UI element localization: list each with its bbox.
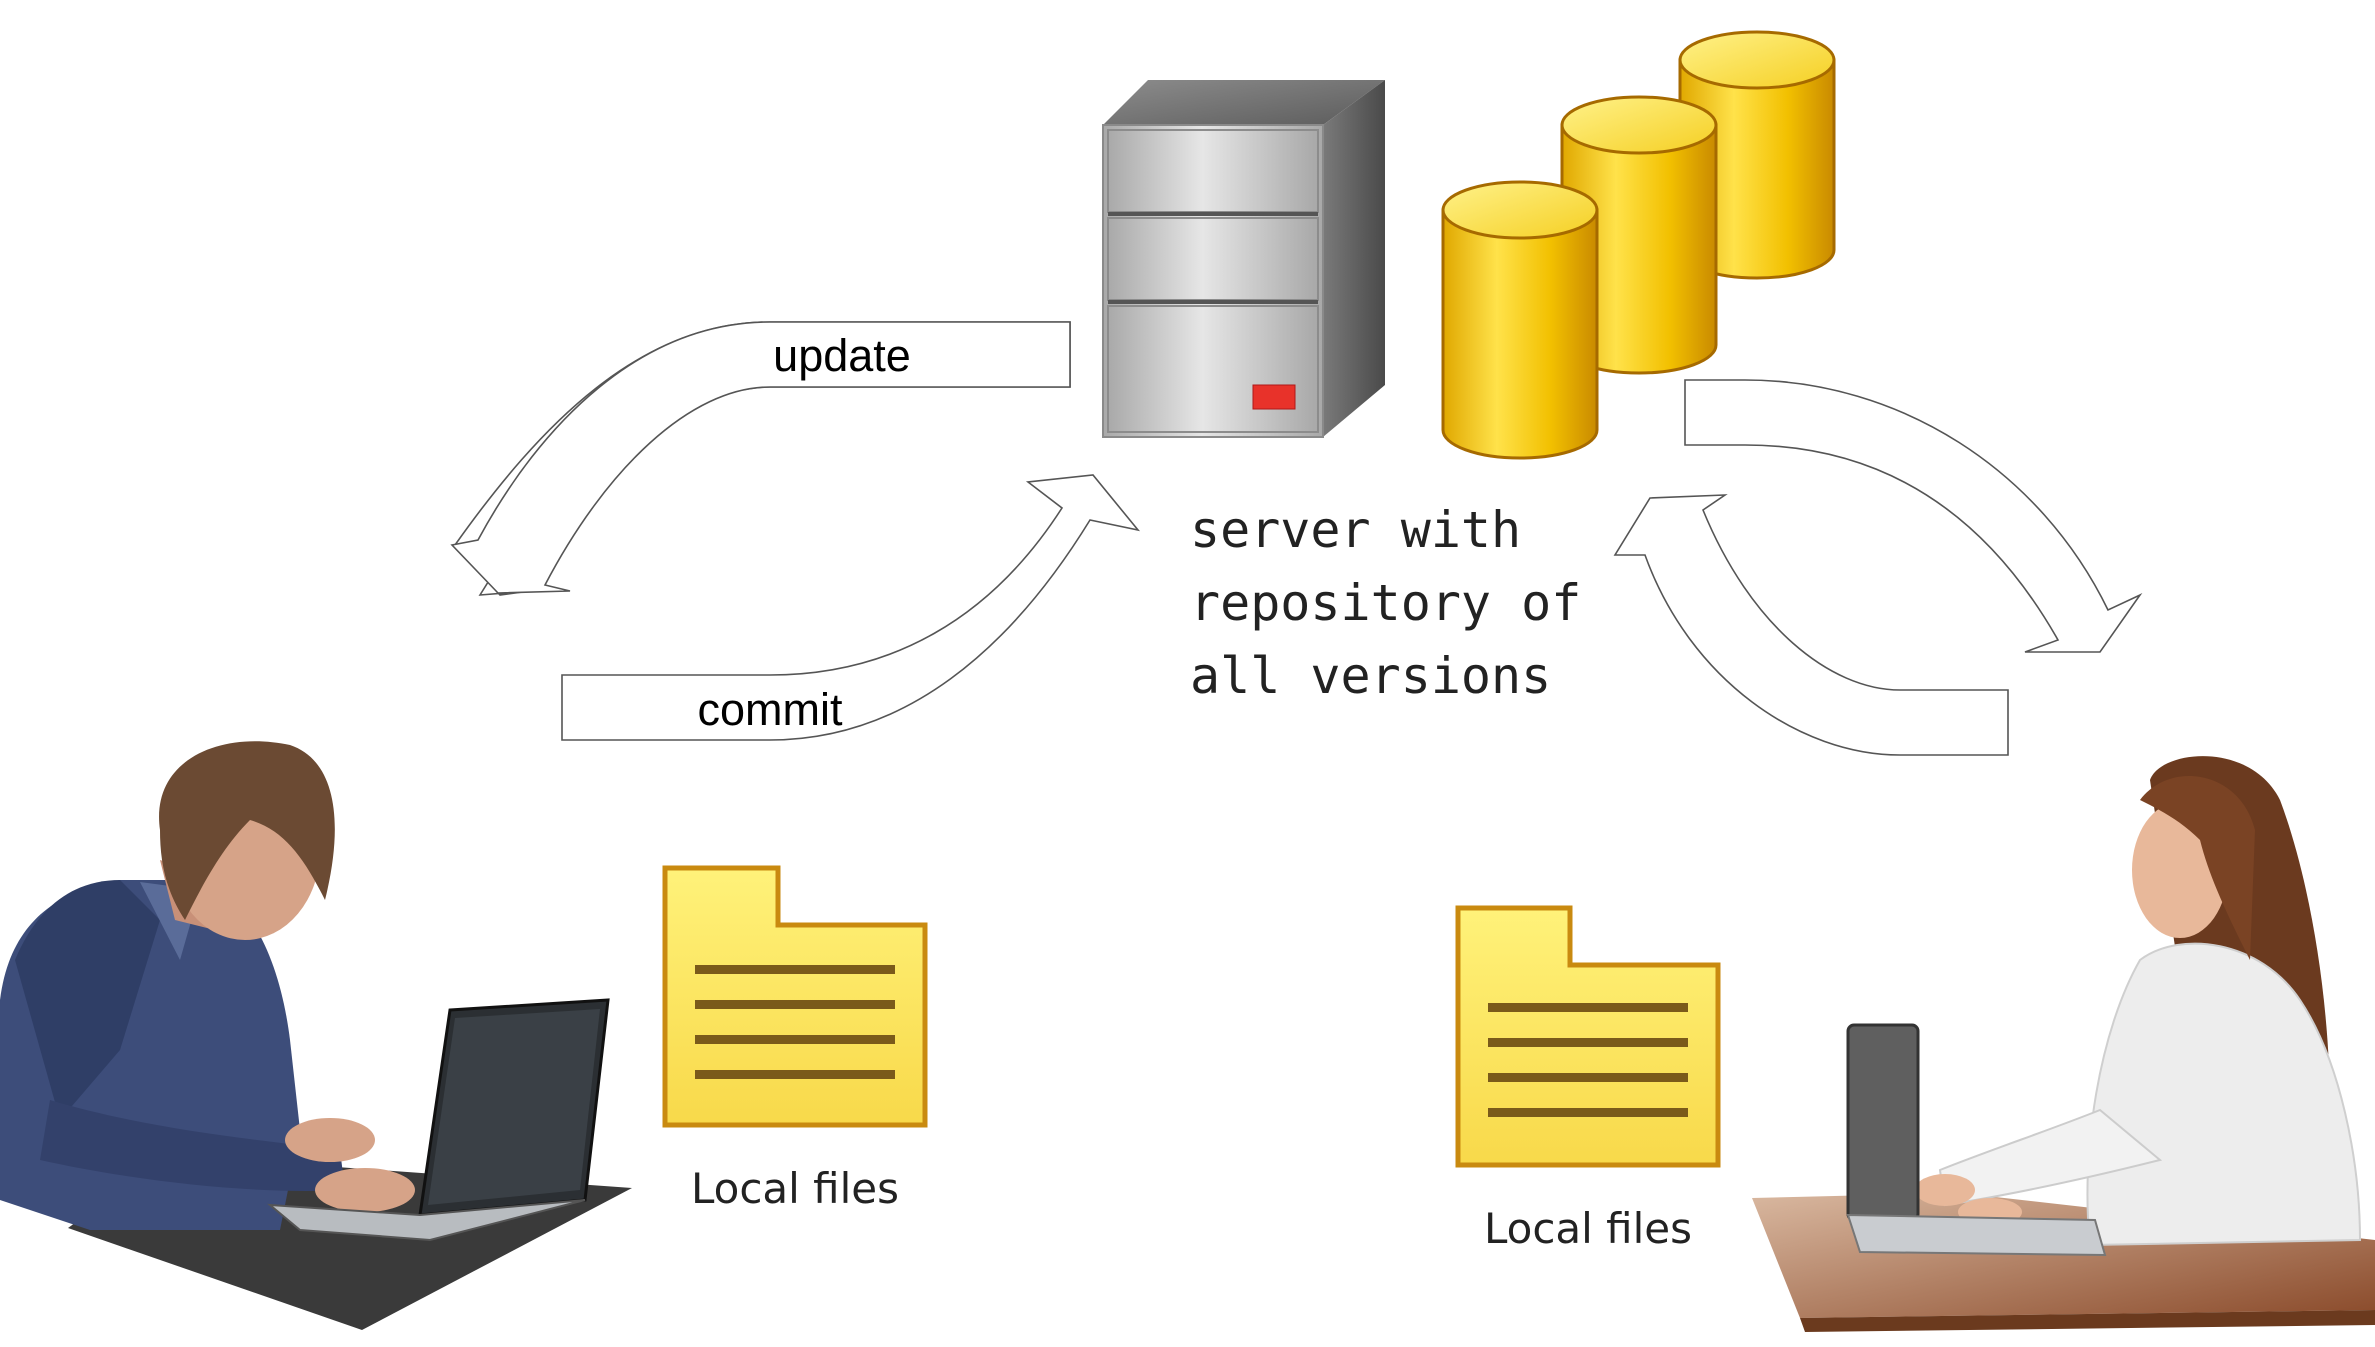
woman-at-laptop-icon — [1752, 756, 2375, 1332]
database-cylinder-back — [1678, 30, 1836, 280]
server-caption-line-1: server with — [1190, 501, 1521, 559]
document-folder-icon — [662, 865, 928, 1128]
update-arrow — [450, 321, 1071, 596]
man-at-laptop-icon — [0, 741, 632, 1330]
server-caption-line-3: all versions — [1190, 647, 1551, 705]
right-local-files-label: Local files — [1484, 1204, 1692, 1253]
server-caption-line-2: repository of — [1190, 574, 1581, 632]
server-indicator-light — [1252, 384, 1296, 410]
database-cylinders-icon — [1441, 30, 1836, 460]
document-folder-icon — [1455, 905, 1721, 1168]
commit-arrow-right — [1613, 494, 2009, 756]
commit-label: commit — [698, 684, 843, 735]
database-cylinder-front — [1441, 180, 1599, 460]
database-cylinder-middle — [1560, 95, 1718, 375]
left-local-files-label: Local files — [691, 1164, 899, 1213]
commit-arrow — [561, 474, 1141, 741]
update-label: update — [773, 330, 911, 381]
server-tower-icon — [1102, 80, 1385, 438]
checkout-arrow-right — [1684, 379, 2143, 653]
